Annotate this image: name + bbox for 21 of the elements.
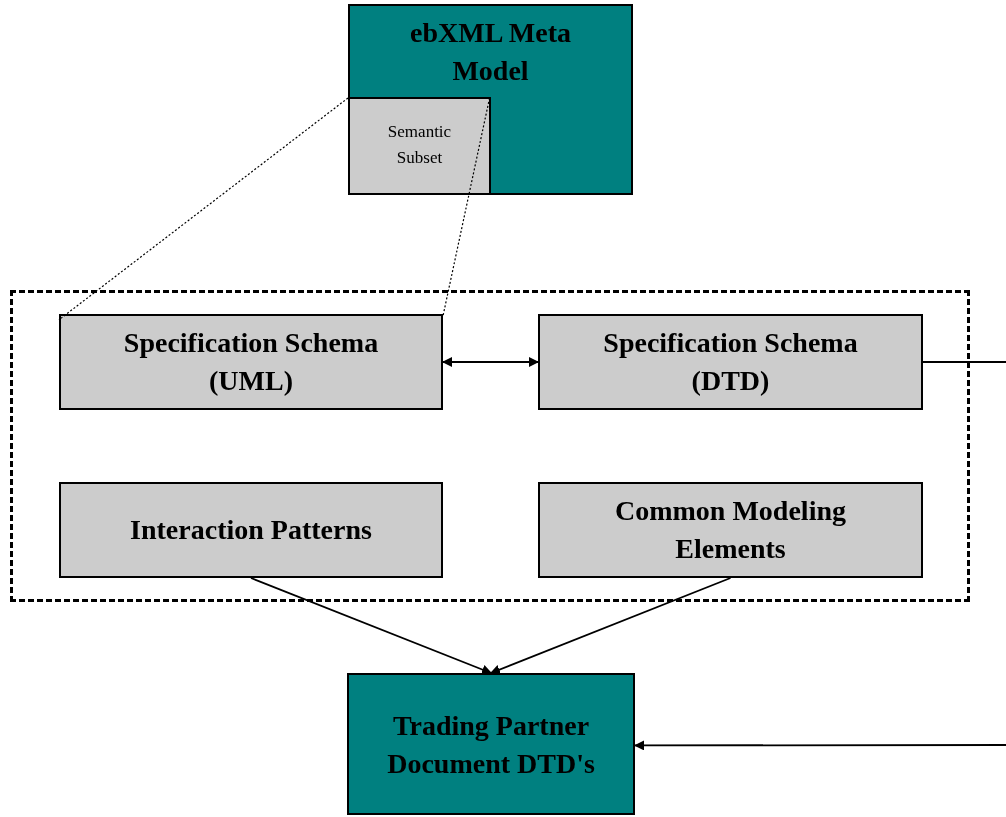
arrow (490, 577, 732, 675)
node-label: Interaction Patterns (130, 514, 372, 545)
arrow (250, 577, 492, 675)
dotted-line (442, 97, 491, 317)
arrow (442, 357, 539, 367)
node-label: Specification Schema (UML) (123, 327, 379, 396)
process-box (59, 314, 443, 410)
model-box (348, 4, 633, 195)
node-label: Specification Schema (DTD) (603, 327, 858, 396)
process-box (538, 314, 923, 410)
subset-box (348, 97, 491, 195)
arrow (634, 740, 1006, 751)
dotted-line (58, 97, 349, 321)
node-label: Semantic Subset (387, 122, 452, 167)
output-box (347, 673, 635, 815)
process-box (59, 482, 443, 578)
node-label: ebXML Meta Model (410, 17, 571, 86)
node-label: Trading Partner Document DTD's (387, 710, 595, 779)
node-label: Common Modeling Elements (615, 495, 846, 564)
group-frame (10, 290, 970, 602)
process-box (538, 482, 923, 578)
